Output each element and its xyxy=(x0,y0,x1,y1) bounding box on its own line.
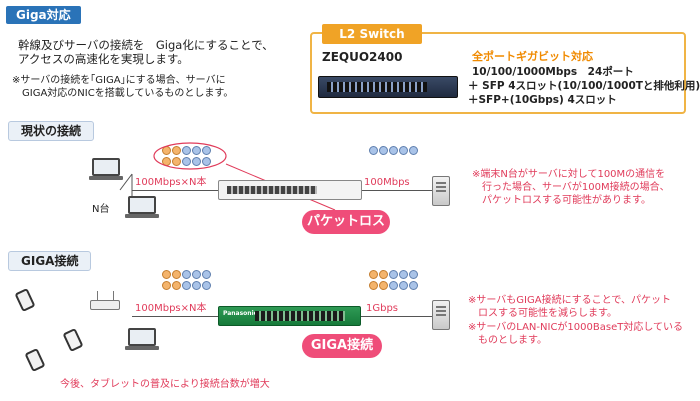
current-left-link xyxy=(132,190,218,191)
giga-left-link xyxy=(132,316,218,317)
product-model: ZEQUO2400 xyxy=(322,50,403,64)
giga-tag: Giga対応 xyxy=(6,6,81,24)
giga-packets-right xyxy=(369,270,418,290)
intro-line-1: 幹線及びサーバの接続を Giga化にすることで、 xyxy=(18,38,274,52)
giga-right-speed: 1Gbps xyxy=(366,303,399,314)
giga-note-2a: ※サーバのLAN-NICが1000BaseT対応している xyxy=(468,322,684,333)
wireless-router-icon xyxy=(90,291,120,310)
current-note-2: 行った場合、サーバが100M接続の場合、 xyxy=(472,182,670,193)
clients-count-label: N台 xyxy=(92,204,110,215)
giga-section-label: GIGA接続 xyxy=(8,251,92,271)
laptop-icon xyxy=(125,328,159,350)
giga-note-2b: ものとします。 xyxy=(468,335,547,346)
product-spec-1: 10/100/1000Mbps 24ポート xyxy=(472,66,634,78)
giga-switch-image: Panasonic xyxy=(218,306,361,326)
product-switch-image xyxy=(318,76,458,98)
giga-right-link xyxy=(361,316,432,317)
product-title: L2 Switch xyxy=(322,24,422,44)
product-headline: 全ポートギガビット対応 xyxy=(472,50,593,63)
laptop-icon xyxy=(89,158,123,180)
giga-bottom-note: 今後、タブレットの普及により接続台数が増大 xyxy=(60,379,270,390)
intro-line-2: アクセスの高速化を実現します。 xyxy=(18,52,189,66)
giga-note-1b: ロスする可能性を減らします。 xyxy=(468,308,617,319)
product-spec-3: ＋SFP+(10Gbps) 4スロット xyxy=(468,94,617,106)
switch-brand-label: Panasonic xyxy=(223,310,258,317)
intro-note-2: GIGA対応のNICを搭載しているものとします。 xyxy=(12,88,234,99)
current-right-link xyxy=(362,190,432,191)
server-icon xyxy=(432,176,450,206)
server-icon xyxy=(432,300,450,330)
packet-loss-badge: パケットロス xyxy=(302,210,390,234)
current-packets-right xyxy=(369,146,418,155)
current-right-speed: 100Mbps xyxy=(364,177,410,188)
giga-packets-left xyxy=(162,270,211,290)
giga-note-1a: ※サーバもGIGA接続にすることで、パケット xyxy=(468,295,671,306)
laptop-icon xyxy=(125,196,159,218)
intro-note-1: ※サーバの接続を｢GIGA｣にする場合、サーバに xyxy=(12,75,226,86)
current-left-speed: 100Mbps×N本 xyxy=(135,177,207,188)
packet-loss-highlight-ellipse xyxy=(153,142,227,170)
current-note-1: ※端末N台がサーバに対して100Mの通信を xyxy=(472,169,666,180)
product-spec-2: ＋ SFP 4スロット(10/100/1000Tと排他利用) xyxy=(468,80,700,92)
giga-connection-badge: GIGA接続 xyxy=(302,334,382,358)
current-section-label: 現状の接続 xyxy=(8,121,95,141)
current-switch-image xyxy=(218,180,362,200)
product-panel xyxy=(310,32,686,114)
current-note-3: パケットロスする可能性があります。 xyxy=(472,195,651,206)
giga-left-speed: 100Mbps×N本 xyxy=(135,303,207,314)
